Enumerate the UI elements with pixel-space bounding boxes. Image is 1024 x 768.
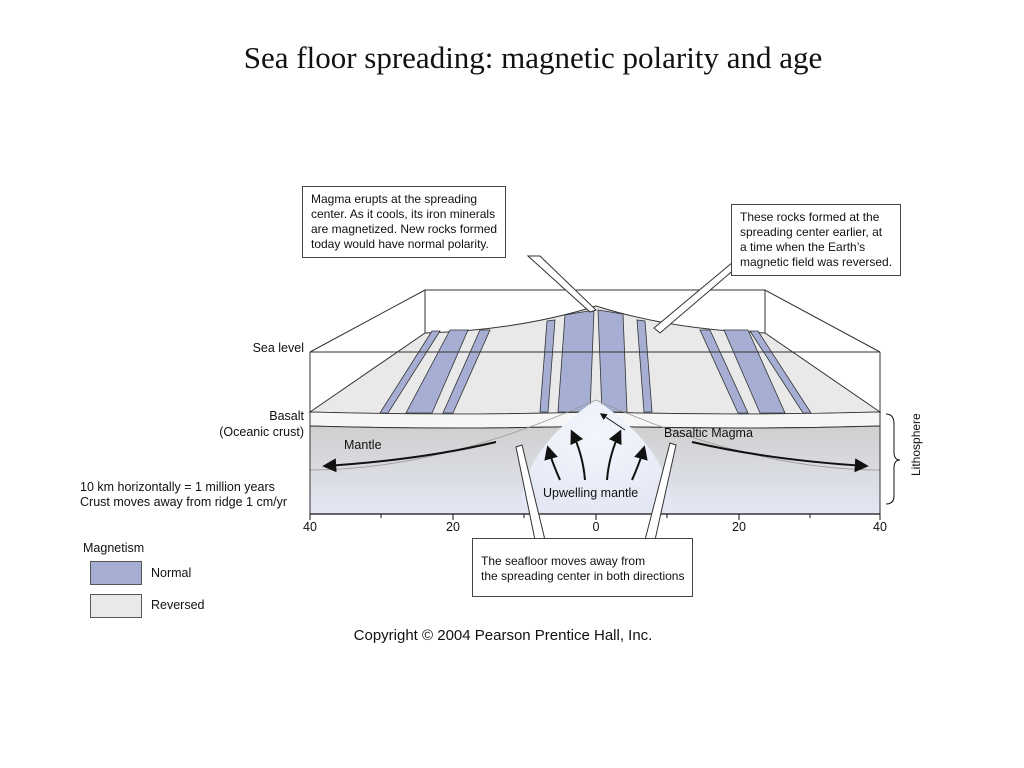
stripe-center-right <box>597 309 628 413</box>
axis-label-right-40: 40 <box>873 520 887 534</box>
basalt-label: Basalt <box>269 409 304 423</box>
mantle-arrow-right <box>691 441 869 473</box>
upwelling-mantle-label: Upwelling mantle <box>543 486 639 500</box>
back-box-outline <box>309 289 881 353</box>
stripe-right-2 <box>699 329 749 414</box>
legend-reversed-label: Reversed <box>151 598 205 612</box>
callout-magma-erupts: Magma erupts at the spreading center. As… <box>302 186 507 258</box>
axis-label-left-20: 20 <box>446 520 460 534</box>
callout-moves-line: the spreading center in both directions <box>481 569 685 583</box>
callout-reversed-line: magnetic field was reversed. <box>740 255 893 269</box>
normal-stripes <box>379 309 812 414</box>
mantle-arrow-left <box>322 441 497 473</box>
callout-erupt-line: Magma erupts at the spreading <box>311 192 478 206</box>
stripe-right-3 <box>723 329 786 414</box>
callout-seafloor-moves: The seafloor moves away from the spreadi… <box>472 538 694 597</box>
axis-label-left-40: 40 <box>303 520 317 534</box>
pointer-reversed <box>653 261 745 334</box>
lithosphere-bracket <box>885 413 901 505</box>
upwell-arrow-2 <box>570 429 586 481</box>
copyright-notice: Copyright © 2004 Pearson Prentice Hall, … <box>353 627 653 644</box>
axis-label-0: 0 <box>592 520 600 534</box>
stripe-left-3 <box>442 329 491 414</box>
scale-note-line1: 10 km horizontally = 1 million years <box>80 480 275 494</box>
stripe-left-2 <box>405 329 469 414</box>
upwelling-arrows <box>544 429 648 481</box>
callout-reversed-line: a time when the Earth’s <box>740 240 866 254</box>
upwell-arrow-4 <box>631 445 648 481</box>
callout-erupt-line: center. As it cools, its iron minerals <box>311 207 496 221</box>
legend-normal-label: Normal <box>151 566 192 580</box>
basaltic-magma-label: Basaltic Magma <box>664 426 753 440</box>
callout-erupt-line: are magnetized. New rocks formed <box>311 222 498 236</box>
callout-erupt-line: today would have normal polarity. <box>311 237 489 251</box>
sea-level-label: Sea level <box>252 341 304 355</box>
legend-title: Magnetism <box>83 541 145 555</box>
slide-title: Sea floor spreading: magnetic polarity a… <box>243 40 823 75</box>
axis-label-right-20: 20 <box>732 520 746 534</box>
callout-reversed-line: spreading center earlier, at <box>740 225 883 239</box>
callout-reversed-rocks: These rocks formed at the spreading cent… <box>731 204 902 276</box>
callout-reversed-line: These rocks formed at the <box>740 210 880 224</box>
upwell-arrow-3 <box>606 429 622 481</box>
basaltic-magma-region <box>520 400 672 514</box>
stripe-left-4 <box>539 319 556 413</box>
callout-moves-line: The seafloor moves away from <box>481 554 646 568</box>
legend-reversed-swatch <box>90 594 142 618</box>
magma-pointer-arrow <box>599 413 626 431</box>
lithosphere-label: Lithosphere <box>909 413 923 476</box>
axis-ticks <box>309 514 881 520</box>
callout-pointers <box>515 255 745 541</box>
scale-note-line2: Crust moves away from ridge 1 cm/yr <box>80 495 287 509</box>
upwell-arrow-1 <box>544 445 561 481</box>
oceanic-crust-label: (Oceanic crust) <box>219 425 304 439</box>
pointer-erupt <box>526 255 597 313</box>
legend-normal-swatch <box>90 561 142 585</box>
mantle-label: Mantle <box>344 438 382 452</box>
stripe-right-1 <box>636 319 653 413</box>
